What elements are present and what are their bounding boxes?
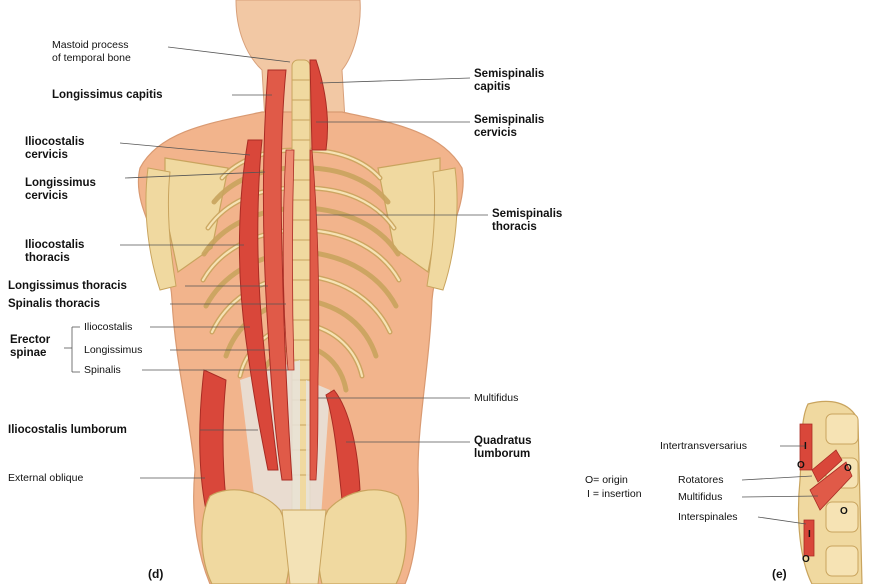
label-quadratus-lumborum-line2: lumborum — [474, 448, 532, 461]
label-erector-spinae-line2: spinae — [10, 347, 50, 360]
label-semispinalis-capitis-line1: Semispinalis — [474, 68, 544, 81]
label-multifidus-e: Multifidus — [678, 491, 722, 504]
external-oblique-muscle — [200, 370, 226, 510]
label-mastoid-line2: of temporal bone — [52, 52, 131, 65]
label-erector-spinalis: Spinalis — [84, 364, 121, 377]
panel-label-d: (d) — [148, 567, 163, 581]
label-semispinalis-cervicis-line1: Semispinalis — [474, 114, 544, 127]
vertebral-body-1 — [826, 414, 858, 444]
label-interspinales: Interspinales — [678, 511, 738, 524]
label-iliocostalis-cervicis-line1: Iliocostalis — [25, 136, 84, 149]
label-longissimus-cervicis-line2: cervicis — [25, 190, 96, 203]
marker-insertion-1: I — [804, 440, 807, 453]
label-erector-longissimus: Longissimus — [84, 344, 142, 357]
label-mastoid-line1: Mastoid process — [52, 39, 131, 52]
marker-origin-4: O — [802, 553, 810, 566]
label-iliocostalis-thoracis-line2: thoracis — [25, 252, 84, 265]
label-longissimus-capitis: Longissimus capitis — [52, 89, 163, 102]
label-erector-spinae: Erector spinae — [10, 334, 50, 360]
vertebral-body-4 — [826, 546, 858, 576]
marker-origin-3: O — [840, 505, 848, 518]
label-quadratus-lumborum-line1: Quadratus — [474, 435, 532, 448]
label-semispinalis-capitis: Semispinalis capitis — [474, 68, 544, 94]
label-iliocostalis-cervicis-line2: cervicis — [25, 149, 84, 162]
marker-origin-1: O — [797, 459, 805, 472]
label-erector-iliocostalis: Iliocostalis — [84, 321, 132, 334]
label-longissimus-cervicis: Longissimus cervicis — [25, 177, 96, 203]
label-semispinalis-cervicis: Semispinalis cervicis — [474, 114, 544, 140]
label-external-oblique: External oblique — [8, 472, 83, 485]
legend-origin: O= origin — [585, 474, 628, 487]
label-multifidus: Multifidus — [474, 392, 518, 405]
label-iliocostalis-cervicis: Iliocostalis cervicis — [25, 136, 84, 162]
label-semispinalis-capitis-line2: capitis — [474, 81, 544, 94]
label-quadratus-lumborum: Quadratus lumborum — [474, 435, 532, 461]
marker-insertion-2: I — [808, 528, 811, 541]
marker-origin-2: O — [844, 462, 852, 475]
panel-label-e: (e) — [772, 567, 787, 581]
label-intertransversarius: Intertransversarius — [660, 440, 747, 453]
legend-insertion: I = insertion — [587, 488, 642, 501]
label-iliocostalis-thoracis: Iliocostalis thoracis — [25, 239, 84, 265]
label-spinalis-thoracis: Spinalis thoracis — [8, 298, 100, 311]
label-iliocostalis-thoracis-line1: Iliocostalis — [25, 239, 84, 252]
label-semispinalis-thoracis: Semispinalis thoracis — [492, 208, 562, 234]
label-longissimus-cervicis-line1: Longissimus — [25, 177, 96, 190]
label-rotatores: Rotatores — [678, 474, 724, 487]
sacrum — [282, 510, 326, 584]
label-mastoid-process: Mastoid process of temporal bone — [52, 39, 131, 65]
label-iliocostalis-lumborum: Iliocostalis lumborum — [8, 424, 127, 437]
label-erector-spinae-line1: Erector — [10, 334, 50, 347]
label-semispinalis-thoracis-line2: thoracis — [492, 221, 562, 234]
label-semispinalis-cervicis-line2: cervicis — [474, 127, 544, 140]
label-semispinalis-thoracis-line1: Semispinalis — [492, 208, 562, 221]
panel-d-illustration — [138, 0, 463, 584]
label-longissimus-thoracis: Longissimus thoracis — [8, 280, 127, 293]
